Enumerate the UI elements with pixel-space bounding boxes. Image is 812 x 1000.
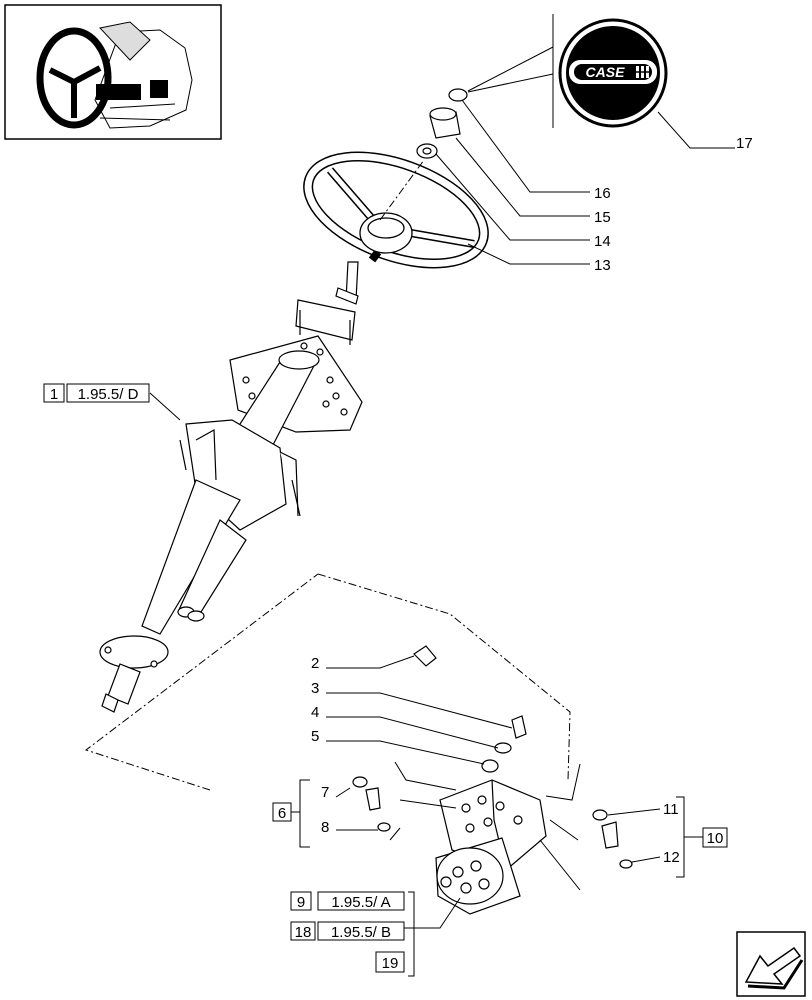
location-thumbnail[interactable] [4,4,222,140]
callout-16: 16 [594,185,611,202]
case-ih-logo: CASE [558,18,668,128]
logo-pointer-lines [467,14,735,149]
callout-2: 2 [311,655,319,672]
ref-box-9-ref[interactable]: 1.95.5/ A [331,894,390,911]
ref-box-18-number: 18 [295,924,312,941]
arrow-icon [744,946,802,985]
steering-column[interactable] [99,261,363,713]
previous-page-arrow-button[interactable] [736,931,806,997]
callout-17: 17 [736,135,753,152]
callout-15: 15 [594,209,611,226]
ref-box-6[interactable] [272,802,292,822]
callout-12: 12 [663,849,680,866]
steering-wheel[interactable] [294,135,498,284]
callout-14: 14 [594,233,611,250]
small-parts[interactable] [352,645,633,869]
group-brace-9-18-19 [408,891,415,977]
ref-box-6-number: 6 [278,805,286,822]
ref-box-1-number: 1 [50,386,58,403]
ref-box-18[interactable] [290,921,405,941]
callout-8: 8 [321,819,329,836]
callout-11: 11 [663,801,679,818]
callout-3: 3 [311,680,319,697]
ref-box-1[interactable] [43,383,150,403]
ref-box-9[interactable] [290,891,405,911]
group-brace-10 [676,796,703,878]
ref-box-19-number: 19 [382,955,399,972]
callout-7: 7 [321,784,329,801]
fitting-brackets [389,761,581,891]
assembly-axis-line [379,159,425,221]
ref-box-19[interactable] [375,951,405,973]
callout-5: 5 [311,728,319,745]
ref-box-18-ref[interactable]: 1.95.5/ B [331,924,391,941]
ref-box-10[interactable] [702,827,728,848]
callout-4: 4 [311,704,319,721]
ref-box-10-number: 10 [707,830,724,847]
svg-text:CASE: CASE [586,64,626,80]
callout-13: 13 [594,257,611,274]
callout-labels: 17 16 15 14 13 2 3 4 5 7 8 11 12 [311,135,753,866]
leader-lines-13-16 [435,99,590,265]
detail-link-frame [84,573,571,791]
ref-box-9-number: 9 [297,894,305,911]
wheel-cap-parts[interactable] [416,88,468,159]
group-brace-6 [290,779,310,848]
leader-line-1 [149,392,181,421]
leader-lines-lower [326,655,661,929]
steering-unit[interactable] [435,779,547,915]
ref-box-1-ref[interactable]: 1.95.5/ D [78,386,139,403]
